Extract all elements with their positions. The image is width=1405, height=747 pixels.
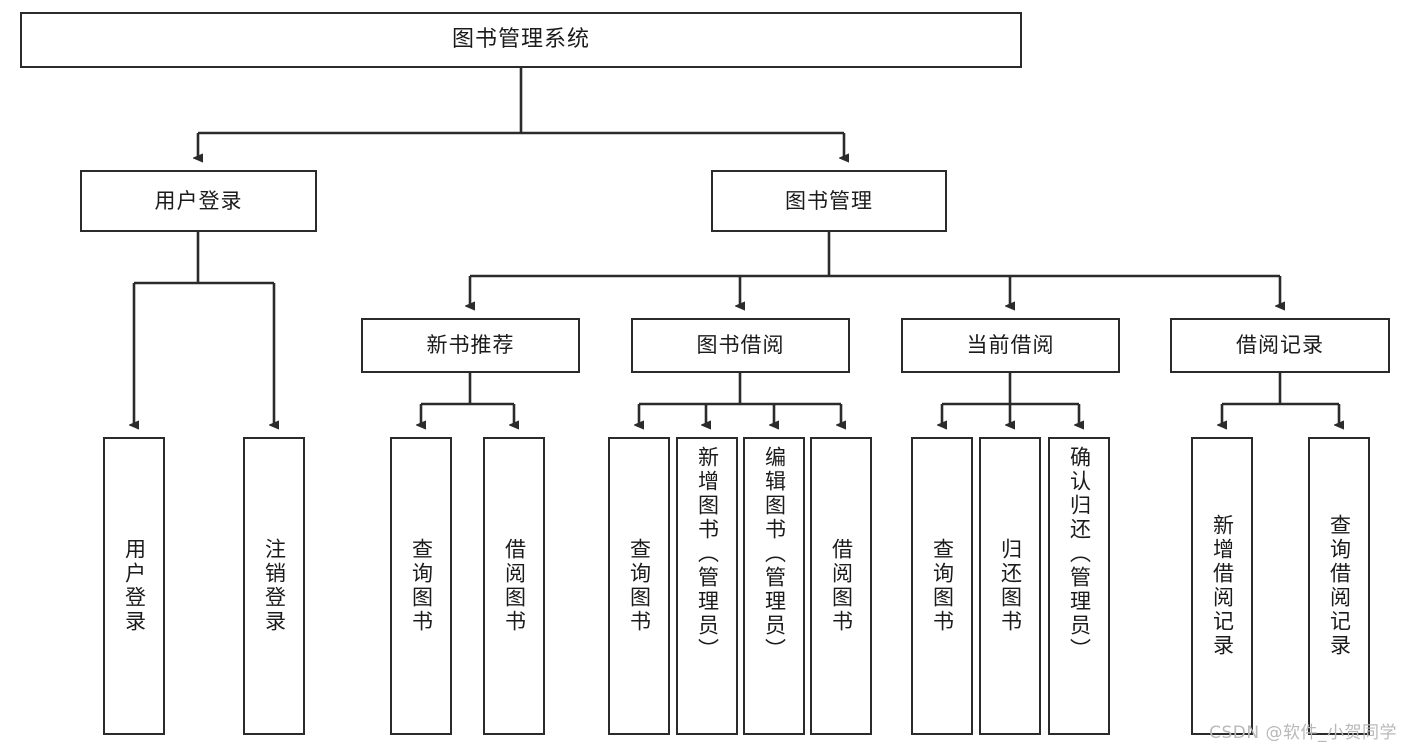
node-leaf-borrow-edit-book-admin-label: 编辑图书（管理员）	[762, 446, 787, 662]
node-leaf-current-confirm-return-admin[interactable]: 确认归还（管理员）	[1048, 437, 1110, 735]
node-leaf-borrow-borrow-book-label: 借阅图书	[829, 538, 854, 634]
node-leaf-logout-label: 注销登录	[262, 538, 287, 634]
node-leaf-borrow-borrow-book[interactable]: 借阅图书	[810, 437, 872, 735]
csdn-watermark: CSDN @软件_小贺同学	[1209, 723, 1397, 743]
node-leaf-user-login[interactable]: 用户登录	[103, 437, 165, 735]
node-leaf-current-confirm-return-admin-label: 确认归还（管理员）	[1067, 446, 1092, 662]
node-leaf-record-add-record[interactable]: 新增借阅记录	[1191, 437, 1253, 735]
node-leaf-current-return-book-label: 归还图书	[998, 538, 1023, 634]
node-leaf-logout[interactable]: 注销登录	[243, 437, 305, 735]
node-book-management[interactable]: 图书管理	[711, 170, 947, 232]
node-leaf-borrow-edit-book-admin[interactable]: 编辑图书（管理员）	[743, 437, 805, 735]
node-leaf-current-return-book[interactable]: 归还图书	[979, 437, 1041, 735]
node-user-login-label: 用户登录	[154, 188, 243, 213]
node-new-book-recommend[interactable]: 新书推荐	[361, 318, 580, 373]
node-root-system-label: 图书管理系统	[451, 27, 590, 53]
node-leaf-newbook-query-book-label: 查询图书	[409, 538, 434, 634]
node-leaf-newbook-query-book[interactable]: 查询图书	[390, 437, 452, 735]
node-leaf-user-login-label: 用户登录	[122, 538, 147, 634]
node-leaf-borrow-query-book-label: 查询图书	[627, 538, 652, 634]
node-leaf-current-query-book-label: 查询图书	[930, 538, 955, 634]
node-leaf-newbook-borrow-book-label: 借阅图书	[502, 538, 527, 634]
node-current-borrow-label: 当前借阅	[966, 333, 1055, 358]
node-root-system[interactable]: 图书管理系统	[20, 12, 1022, 68]
node-leaf-record-query-record[interactable]: 查询借阅记录	[1308, 437, 1370, 735]
node-leaf-borrow-query-book[interactable]: 查询图书	[608, 437, 670, 735]
node-leaf-borrow-add-book-admin-label: 新增图书（管理员）	[695, 446, 720, 662]
node-leaf-borrow-add-book-admin[interactable]: 新增图书（管理员）	[676, 437, 738, 735]
node-borrow-record-label: 借阅记录	[1236, 333, 1324, 358]
node-book-management-label: 图书管理	[785, 188, 873, 213]
node-leaf-newbook-borrow-book[interactable]: 借阅图书	[483, 437, 545, 735]
node-leaf-current-query-book[interactable]: 查询图书	[911, 437, 973, 735]
node-book-borrow-label: 图书借阅	[696, 333, 785, 358]
node-book-borrow[interactable]: 图书借阅	[631, 318, 850, 373]
node-leaf-record-query-record-label: 查询借阅记录	[1327, 514, 1352, 658]
node-borrow-record[interactable]: 借阅记录	[1170, 318, 1390, 373]
node-new-book-recommend-label: 新书推荐	[426, 333, 515, 358]
node-leaf-record-add-record-label: 新增借阅记录	[1210, 514, 1235, 658]
node-user-login[interactable]: 用户登录	[80, 170, 317, 232]
node-current-borrow[interactable]: 当前借阅	[901, 318, 1120, 373]
